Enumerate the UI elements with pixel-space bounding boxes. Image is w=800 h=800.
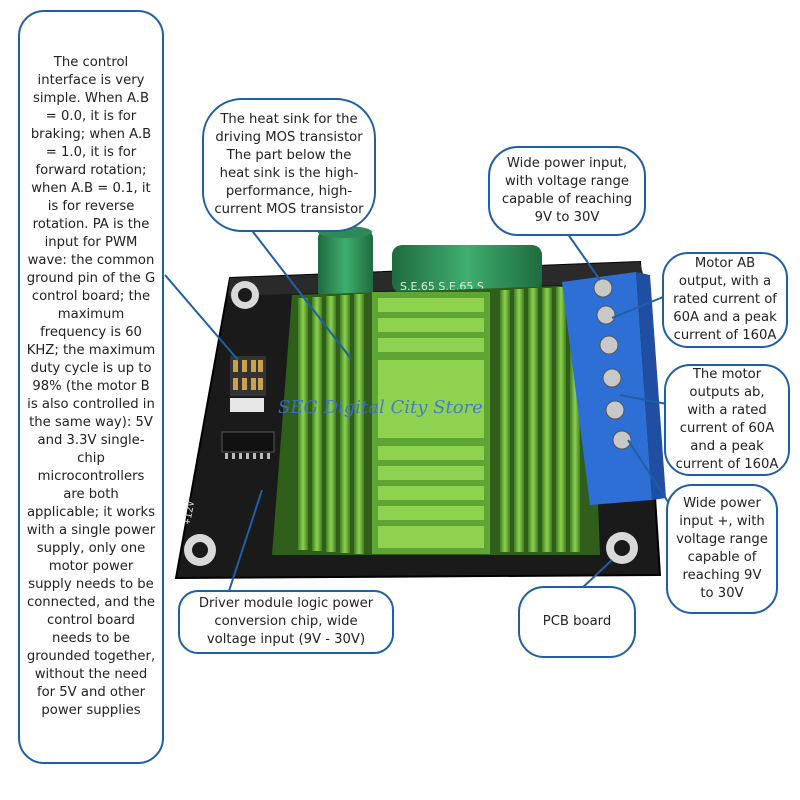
store-watermark: SEG Digital City Store <box>278 397 483 418</box>
callout-control-interface: The control interface is very simple. Wh… <box>18 10 164 764</box>
callout-motor-ab-output: Motor AB output, with a rated current of… <box>662 252 788 348</box>
mounting-holes <box>184 281 638 566</box>
terminal-block <box>562 272 666 505</box>
callout-wide-power-input: Wide power input, with voltage range cap… <box>488 146 646 236</box>
leader-lines <box>164 227 673 595</box>
callout-heat-sink: The heat sink for the driving MOS transi… <box>202 98 376 232</box>
logic-chip: +12V <box>182 431 275 526</box>
silkscreen-voltage: +12V <box>182 500 197 526</box>
callout-pcb-board: PCB board <box>518 586 636 658</box>
callout-motor-outputs-ab: The motor outputs ab, with a rated curre… <box>664 364 790 476</box>
heat-sink <box>272 285 600 555</box>
callout-wide-power-input-plus: Wide power input +, with voltage range c… <box>666 484 778 614</box>
callout-logic-power-chip: Driver module logic power conversion chi… <box>178 590 394 654</box>
header-pins <box>230 356 266 412</box>
